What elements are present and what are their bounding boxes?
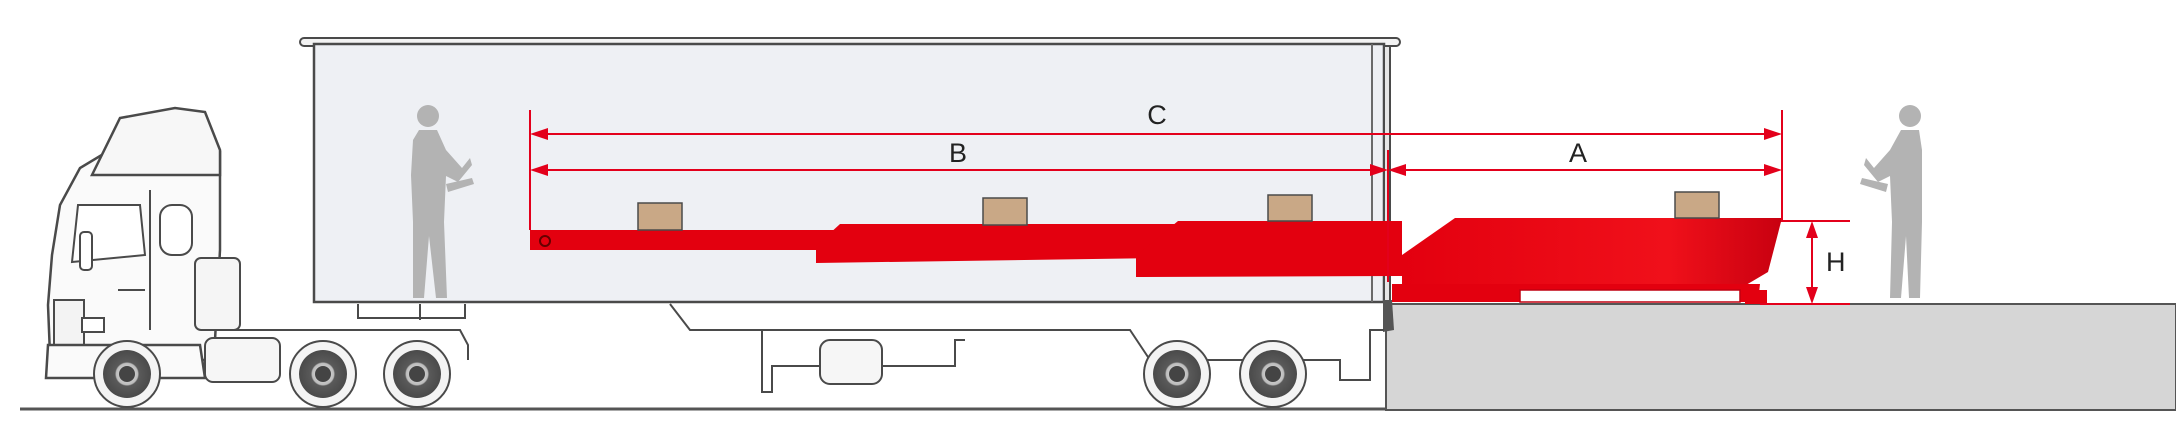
trailer-chassis: [357, 303, 1384, 393]
dimension-h-label: H: [1826, 247, 1846, 277]
parcel-box-2: [982, 197, 1028, 226]
conveyor-stage-2: [1136, 221, 1402, 277]
conveyor-stage-4: [530, 230, 860, 250]
cab-step-panel: [194, 257, 241, 331]
conveyor-base-unit: [1402, 218, 1782, 285]
tractor-frame: [205, 329, 469, 360]
fuel-tank: [819, 339, 883, 385]
telescopic-conveyor: [530, 218, 1782, 304]
cab-battery-box: [204, 337, 281, 383]
wheel-drive-1: [289, 340, 357, 408]
parcel-box-3: [1267, 194, 1313, 222]
dimension-lines: [529, 110, 1850, 305]
parcel-box-1: [637, 202, 683, 231]
cab-grille: [53, 299, 85, 349]
cab-mirror: [79, 231, 93, 271]
cab-headlight: [81, 317, 105, 333]
conveyor-stage-3: [816, 224, 1192, 263]
cab-side-window: [159, 204, 193, 256]
conveyor-base-plate: [1519, 289, 1741, 303]
dimension-c-label: C: [1147, 100, 1167, 130]
dimension-a-label: A: [1569, 138, 1587, 168]
operator-left-icon: [411, 105, 474, 298]
operator-right-icon: [1860, 105, 1922, 298]
conveyor-foot: [1745, 290, 1767, 304]
dimension-b-line: [530, 164, 1388, 176]
dock-bumper: [1383, 300, 1394, 332]
cab-roof-fairing: [89, 106, 222, 177]
parcel-box-4: [1674, 191, 1720, 219]
wheel-drive-2: [383, 340, 451, 408]
dimension-a-line: [1388, 164, 1782, 176]
wheel-front-tractor: [93, 340, 161, 408]
wheel-trailer-2: [1239, 340, 1307, 408]
wheels: [93, 340, 1307, 408]
parcels: [637, 191, 1720, 231]
tractor-cab: [44, 106, 469, 383]
dimension-h-line: [1760, 220, 1850, 305]
conveyor-end-roller: [539, 235, 551, 247]
dimension-c-line: [530, 128, 1782, 140]
wheel-trailer-1: [1143, 340, 1211, 408]
dimension-b-label: B: [949, 138, 967, 168]
loading-dock: [1385, 303, 2176, 411]
